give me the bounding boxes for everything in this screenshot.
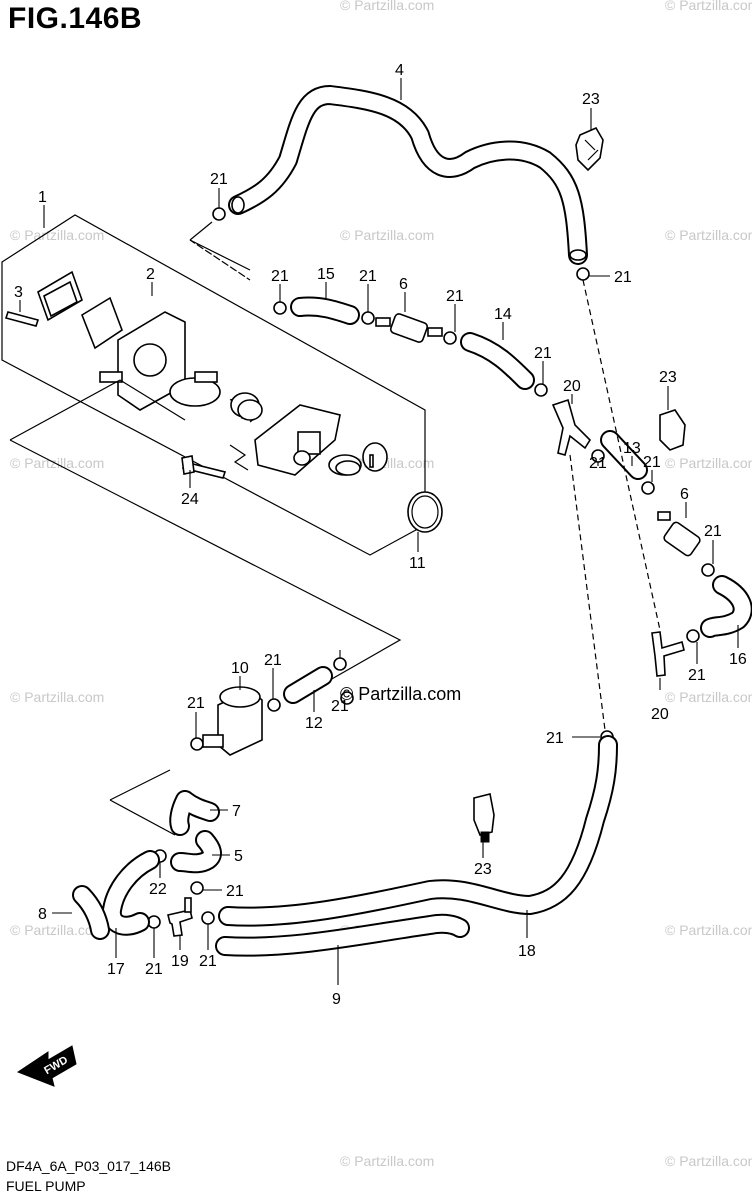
callout-16: 16 xyxy=(729,651,747,668)
callouts: 1 2 3 4 5 6 6 7 8 9 10 11 12 xyxy=(14,62,747,1008)
callout-15: 15 xyxy=(317,266,335,283)
joint-20-top xyxy=(551,398,592,456)
hose-8 xyxy=(72,885,110,940)
callout-8: 8 xyxy=(38,906,47,923)
callout-3: 3 xyxy=(14,284,23,301)
clip-23-top xyxy=(575,126,604,172)
callout-20-bottom: 20 xyxy=(651,706,669,723)
watermark: © Partzilla.com xyxy=(665,1153,752,1169)
hose-16 xyxy=(700,575,752,638)
callout-21: 21 xyxy=(589,455,607,472)
callout-20-top: 20 xyxy=(563,378,581,395)
joint-20-bottom xyxy=(651,631,685,677)
hose-17 xyxy=(101,850,160,936)
callout-21: 21 xyxy=(704,523,722,540)
hose-15 xyxy=(290,296,360,325)
filter-10 xyxy=(202,686,263,756)
figure-title: FIG.146B xyxy=(8,2,143,35)
callout-21: 21 xyxy=(359,268,377,285)
clip-23-bottom xyxy=(473,793,495,843)
hose-7 xyxy=(169,790,220,836)
callout-21: 21 xyxy=(546,730,564,747)
callout-21: 21 xyxy=(199,953,217,970)
watermark: © Partzilla.com xyxy=(665,227,752,243)
callout-21: 21 xyxy=(643,454,661,471)
hose-4 xyxy=(228,85,588,265)
watermark: © Partzilla.com xyxy=(10,922,104,938)
callout-23: 23 xyxy=(659,369,677,386)
callout-4: 4 xyxy=(395,62,404,79)
callout-21: 21 xyxy=(210,171,228,188)
watermark: © Partzilla.com xyxy=(665,455,752,471)
callout-22: 22 xyxy=(149,881,167,898)
dashed-connectors xyxy=(569,279,661,731)
part-name: FUEL PUMP xyxy=(6,1178,86,1194)
fuel-pump-assembly xyxy=(1,214,443,681)
watermark: © Partzilla.com xyxy=(340,0,434,13)
watermark: © Partzilla.com xyxy=(665,689,752,705)
callout-10: 10 xyxy=(231,660,249,677)
callout-21: 21 xyxy=(145,961,163,978)
joint-19 xyxy=(167,897,193,937)
callout-21: 21 xyxy=(226,883,244,900)
hose-13 xyxy=(600,430,648,480)
callout-7: 7 xyxy=(232,803,241,820)
fuel-filter-6-right xyxy=(657,511,701,557)
inline-watermark-text: Partzilla.com xyxy=(358,684,462,704)
callout-14: 14 xyxy=(494,306,512,323)
callout-24: 24 xyxy=(181,491,199,508)
callout-13: 13 xyxy=(623,440,641,457)
clamps xyxy=(147,207,715,929)
callout-2: 2 xyxy=(146,266,155,283)
clip-23-right xyxy=(659,409,686,451)
callout-21: 21 xyxy=(264,652,282,669)
callout-21: 21 xyxy=(187,695,205,712)
fuel-filter-6-top xyxy=(375,313,443,343)
callout-23: 23 xyxy=(582,91,600,108)
watermark-group: © Partzilla.com © Partzilla.com © Partzi… xyxy=(10,0,752,1169)
hose-14 xyxy=(460,332,535,390)
watermark: © Partzilla.com xyxy=(10,455,104,471)
callout-21: 21 xyxy=(614,269,632,286)
callout-18: 18 xyxy=(518,943,536,960)
watermark: © Partzilla.com xyxy=(340,227,434,243)
watermark: © Partzilla.com xyxy=(10,689,104,705)
watermark: © Partzilla.com xyxy=(665,922,752,938)
callout-19: 19 xyxy=(171,953,189,970)
inline-watermark: © Partzilla.com xyxy=(340,684,462,704)
callout-6-right: 6 xyxy=(680,486,689,503)
callout-1: 1 xyxy=(38,189,47,206)
hose-9 xyxy=(215,913,470,957)
callout-21: 21 xyxy=(271,268,289,285)
callout-23: 23 xyxy=(474,861,492,878)
diagram-code: DF4A_6A_P03_017_146B xyxy=(6,1158,172,1174)
callout-11: 11 xyxy=(409,555,426,572)
fwd-arrow-icon: FWD xyxy=(16,1045,77,1087)
callout-9: 9 xyxy=(332,991,341,1008)
hose-5 xyxy=(170,830,222,874)
hose-18 xyxy=(218,735,618,927)
callout-6-top: 6 xyxy=(399,276,408,293)
callout-5: 5 xyxy=(234,848,243,865)
watermark: © Partzilla.com xyxy=(340,1153,434,1169)
callout-21: 21 xyxy=(534,345,552,362)
spring xyxy=(229,392,263,423)
callout-12: 12 xyxy=(305,715,323,732)
callout-21: 21 xyxy=(331,698,349,715)
callout-21: 21 xyxy=(446,288,464,305)
hose-12 xyxy=(283,666,333,704)
callout-17: 17 xyxy=(107,961,125,978)
watermark: © Partzilla.com xyxy=(665,0,752,13)
leader-lines xyxy=(109,769,176,836)
callout-21: 21 xyxy=(688,667,706,684)
watermark: © Partzilla.com xyxy=(10,227,104,243)
